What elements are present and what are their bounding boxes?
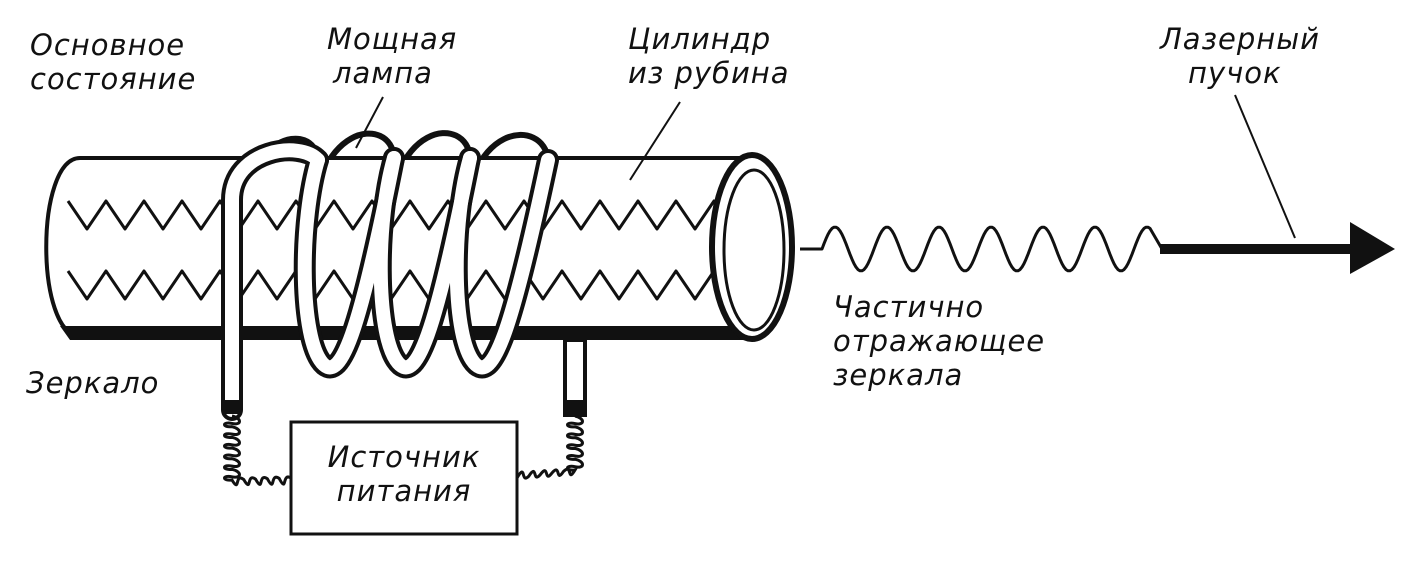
lamp-electrode-right	[563, 338, 587, 417]
output-wave	[800, 225, 1164, 273]
laser-beam-arrow	[1160, 222, 1395, 274]
label-power-supply: Источник питания	[327, 440, 481, 508]
ruby-internal-waves	[66, 199, 735, 301]
leader-lines	[355, 94, 1296, 239]
lamp-electrode-left	[222, 400, 242, 414]
power-wires	[223, 414, 584, 487]
partial-mirror-end	[709, 152, 795, 342]
label-partial-mirror: Частично отражающее зеркала	[833, 290, 1046, 392]
label-mirror: Зеркало	[26, 366, 160, 400]
power-supply-box	[289, 420, 519, 536]
label-ruby-cylinder: Цилиндр из рубина	[628, 22, 790, 90]
label-laser-beam: Лазерный пучок	[1160, 22, 1320, 90]
label-ground-state: Основное состояние	[30, 28, 197, 96]
ruby-cylinder	[44, 156, 762, 340]
label-lamp: Мощная лампа	[327, 22, 458, 90]
lamp-coil-front	[221, 139, 559, 421]
